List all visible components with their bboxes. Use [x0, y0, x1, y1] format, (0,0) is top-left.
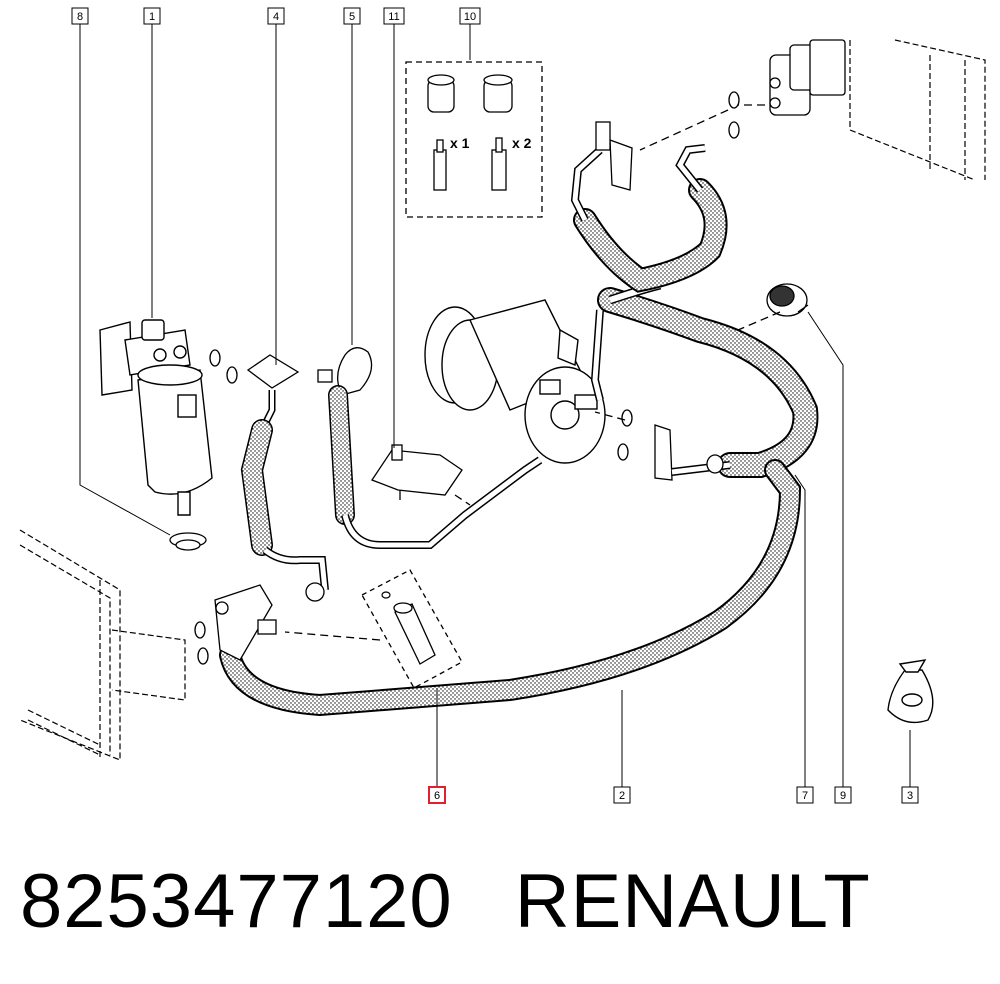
callout-5: 5: [343, 7, 361, 25]
bracket-11: [371, 444, 463, 500]
caption: 8253477120 RENAULT: [20, 858, 871, 945]
svg-text:9: 9: [840, 790, 846, 802]
pipe-5: [317, 347, 543, 549]
accessory-bag-3: [887, 659, 934, 724]
condenser-left: [19, 529, 186, 761]
callout-4: 4: [267, 7, 285, 25]
svg-text:4: 4: [273, 11, 279, 23]
callout-9: 9: [834, 786, 852, 804]
callout-1: 1: [143, 7, 161, 25]
pressure-switch-6: [361, 569, 463, 689]
svg-text:11: 11: [388, 11, 399, 23]
dehydrator-bottle: [99, 319, 213, 516]
bottle-seal: [169, 532, 207, 551]
part-number: 8253477120: [20, 859, 453, 944]
svg-text:1: 1: [149, 11, 155, 23]
upper-hose: [570, 121, 728, 293]
svg-text:2: 2: [619, 790, 625, 802]
svg-text:7: 7: [802, 790, 808, 802]
callout-10: 10: [459, 7, 481, 25]
valve-kit-10: x 1 x 2: [405, 61, 543, 218]
evaporator-right: [849, 39, 986, 181]
callout-2: 2: [613, 786, 631, 804]
assembly-arrows: [284, 104, 781, 641]
svg-text:3: 3: [907, 790, 913, 802]
callout-7: 7: [796, 786, 814, 804]
svg-text:5: 5: [349, 11, 355, 23]
pipe-4: [240, 354, 329, 602]
callout-8: 8: [71, 7, 89, 25]
expansion-valve: [769, 39, 846, 116]
kit-qty-2-label: x 2: [512, 135, 532, 151]
brand-name: RENAULT: [514, 859, 871, 944]
callout-3: 3: [901, 786, 919, 804]
ac-system-diagram: x 1 x 2 8 1 4 5 11 10 6 2 7 9 3: [19, 7, 986, 804]
svg-text:6: 6: [434, 790, 440, 802]
leader-lines: [79, 23, 911, 787]
grommet-9: [766, 283, 809, 317]
svg-text:10: 10: [464, 11, 476, 23]
compressor: [424, 299, 606, 464]
kit-qty-1-label: x 1: [450, 135, 470, 151]
o-rings: [194, 91, 740, 665]
callout-6: 6: [428, 786, 446, 804]
callout-11: 11: [383, 7, 405, 25]
hose-2: [214, 459, 802, 717]
svg-text:8: 8: [77, 11, 83, 23]
